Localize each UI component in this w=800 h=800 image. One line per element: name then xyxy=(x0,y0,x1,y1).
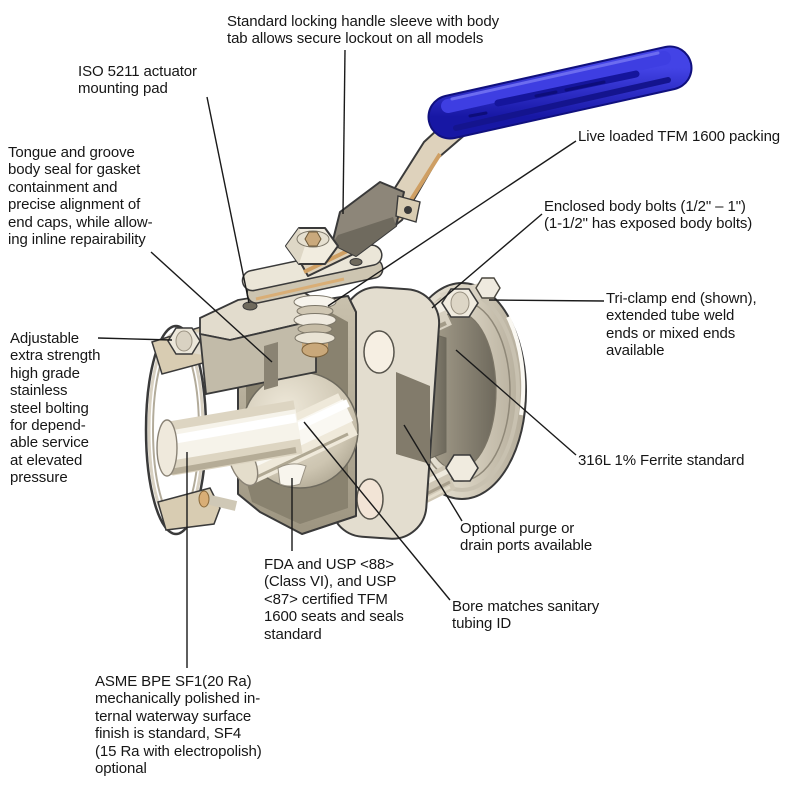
callout-purge-ports: Optional purge or drain ports available xyxy=(460,520,593,555)
leader-ferrite xyxy=(455,349,577,456)
bolt-nut-small xyxy=(475,277,501,299)
stem-packing-stack xyxy=(293,295,337,358)
leader-tri-clamp xyxy=(488,299,605,302)
leader-bore xyxy=(303,421,451,601)
callout-asme-bpe: ASME BPE SF1(20 Ra) mechanically polishe… xyxy=(95,673,262,778)
drain-port-bolt xyxy=(198,490,238,511)
pad-hole xyxy=(349,258,363,266)
handle-grip-blue xyxy=(427,45,693,140)
callout-bore: Bore matches sanitary tubing ID xyxy=(452,598,600,633)
leader-lines xyxy=(97,49,605,668)
callout-fda-usp: FDA and USP <88> (Class VI), and USP <87… xyxy=(264,556,404,643)
leader-iso-pad xyxy=(206,96,250,304)
ferrule-rim-highlight xyxy=(506,316,526,416)
tfm-seat xyxy=(277,463,307,487)
callout-adjustable-bolting: Adjustable extra strength high grade sta… xyxy=(10,330,101,487)
locking-handle-sleeve xyxy=(331,181,421,257)
stem-socket xyxy=(304,231,322,247)
leader-tongue-groove xyxy=(150,251,273,363)
callout-tri-clamp: Tri-clamp end (shown), extended tube wel… xyxy=(606,290,757,360)
callout-ferrite: 316L 1% Ferrite standard xyxy=(578,452,745,469)
body-seal-groove xyxy=(264,342,278,390)
bolt-hex-nut-lower xyxy=(445,454,479,482)
iso-pad-hole xyxy=(242,301,258,311)
grip-emboss-mark xyxy=(564,80,606,92)
callout-live-loaded: Live loaded TFM 1600 packing xyxy=(578,128,781,145)
leader-adjustable-bolting xyxy=(97,337,173,341)
leader-standard-locking xyxy=(342,49,346,215)
leader-enclosed-bolts xyxy=(431,213,543,309)
callout-tongue-groove: Tongue and groove body seal for gasket c… xyxy=(8,144,153,249)
flange-hole-upper xyxy=(363,330,395,374)
stem-hex-nut xyxy=(285,227,339,265)
body-clamp-lug xyxy=(198,289,317,396)
grip-emboss-mark xyxy=(468,111,488,118)
callout-enclosed-bolts: Enclosed body bolts (1/2" – 1") (1-1/2" … xyxy=(544,198,753,233)
grip-emboss-mark xyxy=(534,90,558,98)
lockout-hole xyxy=(404,206,412,214)
leader-live-loaded xyxy=(327,140,577,307)
end-cap-cut-face-bottom xyxy=(157,487,221,531)
waterway-bore xyxy=(156,400,303,477)
callout-standard-locking: Standard locking handle sleeve with body… xyxy=(227,13,500,48)
callout-iso-pad: ISO 5211 actuator mounting pad xyxy=(78,63,197,98)
body-recess-dark-face xyxy=(396,372,430,464)
leader-purge-ports xyxy=(403,424,463,522)
